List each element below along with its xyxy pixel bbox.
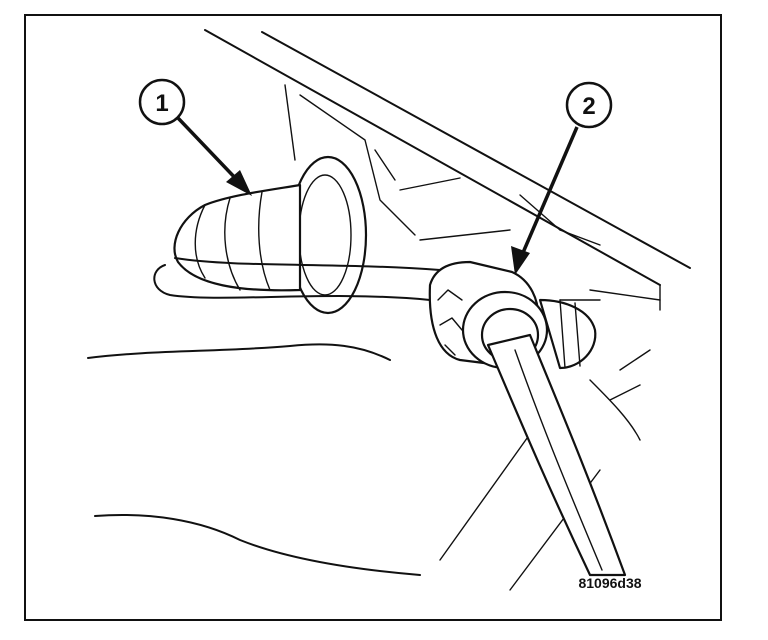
callout-1: 1: [138, 78, 252, 196]
callout-2-circle: [565, 81, 613, 129]
callout-2-label: 2: [582, 93, 595, 120]
cable: [486, 333, 627, 577]
housing-outline: [204, 29, 691, 311]
callout-2: 2: [511, 81, 613, 275]
lower-panel-outline: [87, 343, 651, 591]
figure-frame: [24, 14, 722, 621]
callout-1-leader: [176, 116, 242, 185]
callout-1-arrowhead: [226, 170, 252, 196]
callout-1-label: 1: [155, 90, 168, 117]
callout-2-leader: [520, 126, 579, 256]
callout-2-arrowhead: [511, 246, 530, 275]
wire-harness: [153, 257, 441, 301]
figure-reference: 81096d38: [578, 575, 641, 591]
callout-1-circle: [138, 78, 186, 126]
